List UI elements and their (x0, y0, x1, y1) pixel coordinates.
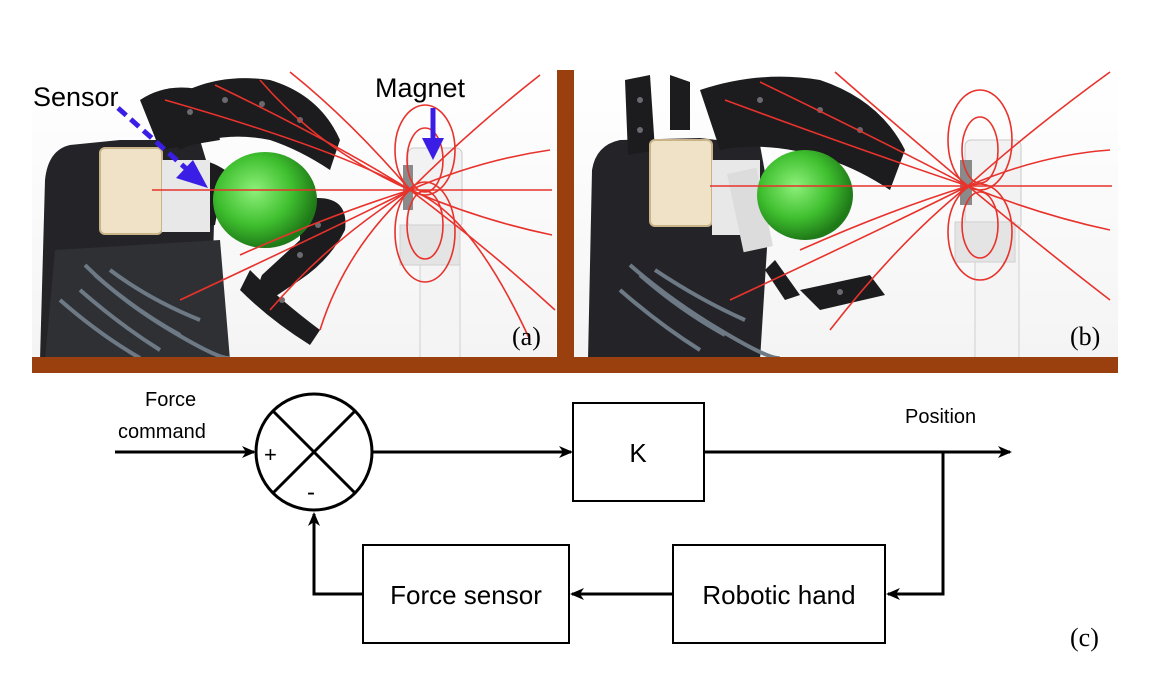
gain-label: K (629, 438, 647, 468)
plant-feedback-arrow (886, 452, 945, 600)
plus-sign: + (264, 442, 277, 467)
magnetic-field-lines (152, 71, 556, 341)
gain-block (572, 402, 705, 502)
sensor-block-b (649, 139, 713, 227)
plant-label: Robotic hand (702, 580, 855, 610)
panel-label-a: (a) (512, 322, 541, 351)
green-ball (213, 152, 317, 248)
cables-b (618, 263, 781, 361)
cables (58, 263, 231, 361)
magnetic-field-lines-b (710, 71, 1112, 331)
robot-arm-shadow (45, 240, 230, 360)
feedback-arrow (308, 512, 363, 596)
output-label: Position (905, 406, 976, 428)
block-diagram: Force command + - K Position Robotic han… (115, 389, 1099, 652)
photo-panel-a: Sensor Magnet (a) (32, 70, 556, 361)
sensor-label: Sensor (33, 82, 119, 112)
green-ball-b (757, 150, 853, 240)
floor-bar (32, 357, 1118, 373)
sensor-block-label: Force sensor (390, 580, 542, 610)
divider-bar (557, 70, 574, 370)
input-label-line2: command (118, 421, 206, 443)
sensor-block (99, 147, 163, 235)
input-label-line1: Force (145, 389, 196, 411)
minus-sign: - (307, 479, 315, 506)
panel-label-b: (b) (1070, 322, 1100, 351)
panel-label-c: (c) (1070, 623, 1099, 652)
photo-panel-b: (b) (574, 70, 1118, 361)
magnet-label: Magnet (375, 73, 466, 103)
